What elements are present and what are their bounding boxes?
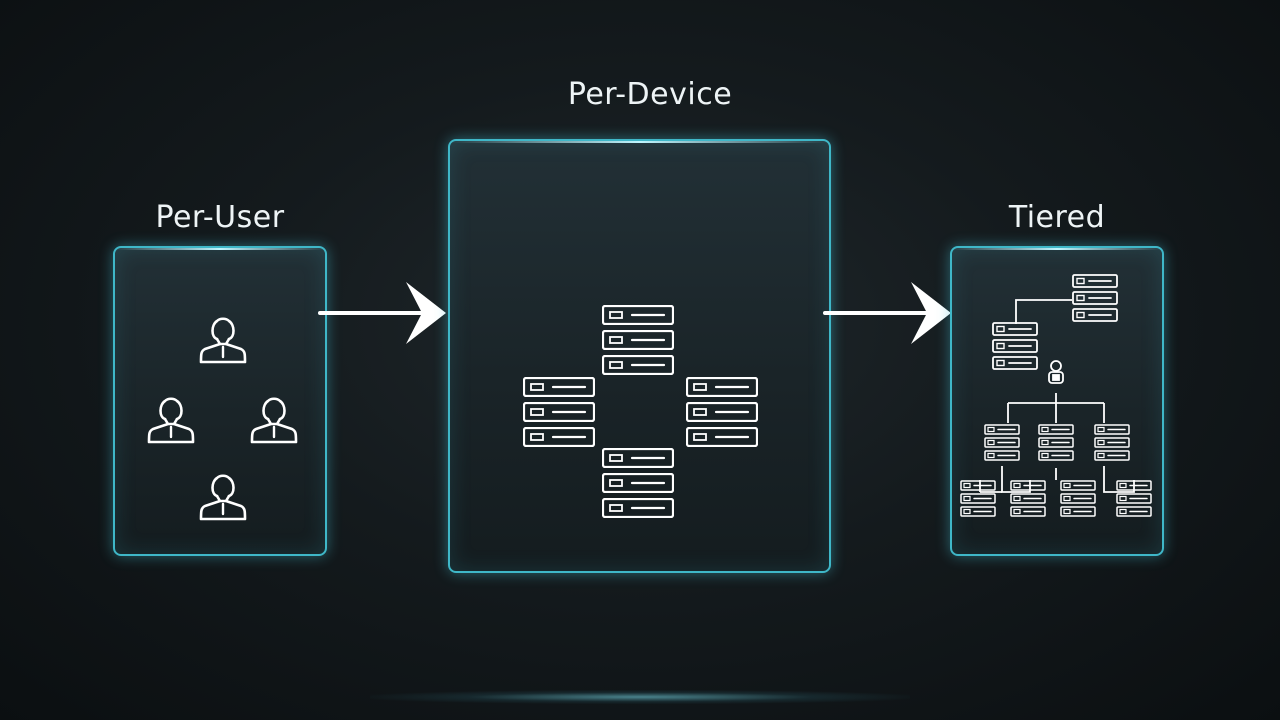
user-icon xyxy=(147,397,195,444)
tiered-label: Tiered xyxy=(1008,200,1106,235)
per-user-panel xyxy=(113,246,327,556)
user-icons-group xyxy=(147,317,298,521)
server-stack-icon xyxy=(524,378,594,446)
server-stack-icon xyxy=(687,378,757,446)
server-stack-icon xyxy=(1061,481,1095,516)
server-icons-group xyxy=(450,141,829,571)
server-stack-icon xyxy=(1095,425,1129,460)
arrow-right-icon xyxy=(823,282,951,344)
user-icon xyxy=(199,317,247,364)
server-stack-icon xyxy=(1011,481,1045,516)
per-device-panel xyxy=(448,139,831,573)
server-hierarchy-icon xyxy=(952,248,1162,554)
server-stack-icon xyxy=(1039,425,1073,460)
user-icon xyxy=(199,474,247,521)
server-stack-icon xyxy=(985,425,1019,460)
arrow-right-icon xyxy=(318,282,446,344)
server-stack-icon xyxy=(603,449,673,517)
server-stack-icon xyxy=(961,481,995,516)
node-icon xyxy=(1048,360,1064,384)
per-user-label: Per-User xyxy=(155,200,285,235)
server-stack-icon xyxy=(993,323,1037,369)
server-stack-icon xyxy=(1117,481,1151,516)
server-stack-icon xyxy=(603,306,673,374)
tiered-panel xyxy=(950,246,1164,556)
server-stack-icon xyxy=(1073,275,1117,321)
per-device-label: Per-Device xyxy=(567,77,733,112)
floor-glow xyxy=(370,690,910,704)
user-icon xyxy=(250,397,298,444)
